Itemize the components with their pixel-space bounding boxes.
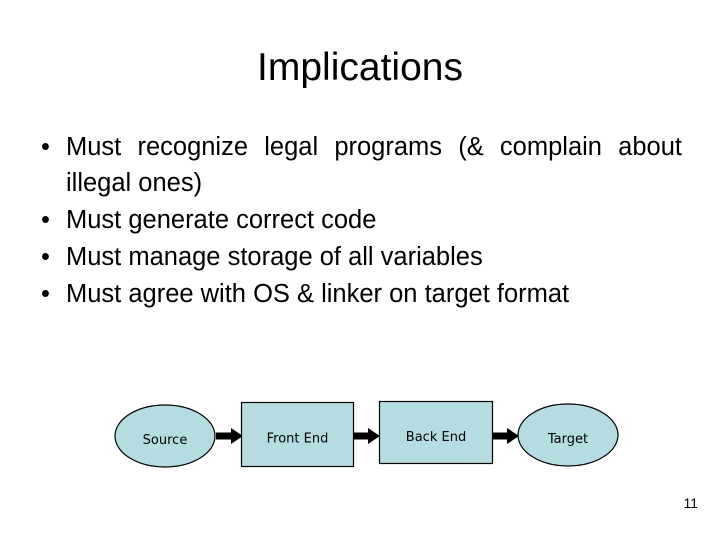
bullet-marker: • <box>41 206 50 234</box>
diagram-arrow-front-end-to-back-end <box>354 428 380 444</box>
diagram-node-front-end <box>240 401 355 468</box>
list-item-label: Must recognize legal programs (& complai… <box>66 133 682 197</box>
diagram-node-target <box>517 403 619 467</box>
page-title: Implications <box>257 46 463 89</box>
diagram-arrow-back-end-to-target <box>493 428 519 444</box>
page-number: 11 <box>683 495 698 511</box>
diagram-node-front-end-label: Front End <box>267 432 329 447</box>
diagram-node-back-end-label: Back End <box>406 430 466 445</box>
diagram-node-source-label: Source <box>143 433 188 448</box>
diagram-node-target-label: Target <box>547 432 588 447</box>
list-item: • Must manage storage of all variables <box>30 239 682 275</box>
list-item-label: Must generate correct code <box>66 206 377 234</box>
list-item-label: Must manage storage of all variables <box>66 243 483 271</box>
bullet-marker: • <box>41 243 50 271</box>
bullet-list: • Must recognize legal programs (& compl… <box>30 129 682 313</box>
diagram-node-source <box>114 404 216 468</box>
diagram-arrow-source-to-front-end <box>216 428 243 444</box>
list-item-label: Must agree with OS & linker on target fo… <box>66 280 570 308</box>
compiler-pipeline-diagram: Source Front End Back End <box>0 390 720 490</box>
list-item: • Must recognize legal programs (& compl… <box>30 129 682 201</box>
bullet-marker: • <box>41 133 50 161</box>
list-item: • Must agree with OS & linker on target … <box>30 276 682 312</box>
bullet-marker: • <box>41 280 50 308</box>
list-item: • Must generate correct code <box>30 202 682 238</box>
diagram-node-back-end <box>378 400 494 465</box>
